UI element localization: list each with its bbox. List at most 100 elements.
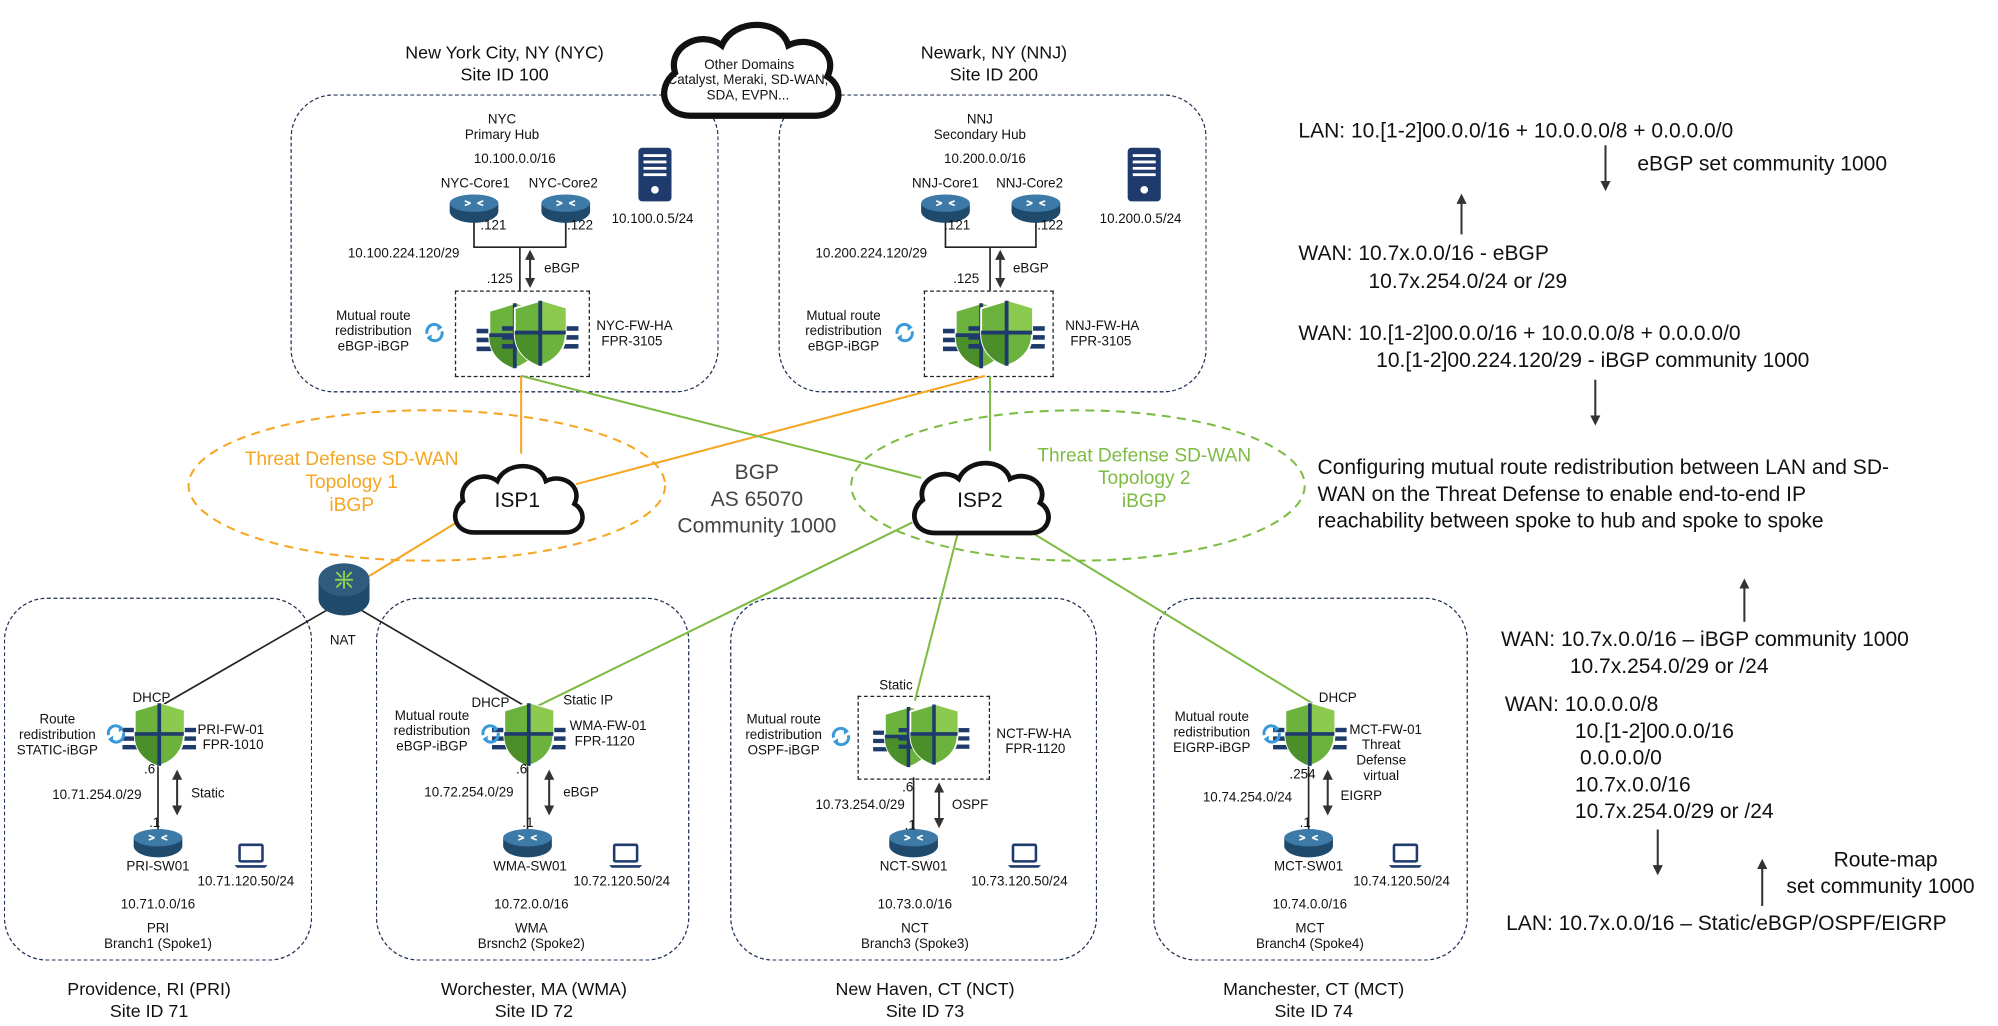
link-isp2-nct [913,531,960,702]
link-isp2-mct [1018,524,1313,705]
topology1-line1: Threat Defense SD-WAN [244,448,459,471]
nct-redist-line1: Mutual route [746,712,821,728]
mct-transit-subnet: 10.74.254.0/24 [1202,790,1293,806]
pri-site-id: Site ID 71 [109,1000,189,1021]
note-hub-wan-in-2: 10.7x.254.0/24 or /29 [1368,270,1568,294]
wma-firewall-icon [491,701,566,768]
nct-branch-label: Branch3 (Spoke3) [860,936,969,952]
nnj-redist-line1: Mutual route [806,308,881,324]
bgp-as-label: AS 65070 [710,488,804,511]
wma-site-name: WMA [514,921,548,937]
note-mutual-line3: reachability between spoke to hub and sp… [1317,509,1824,533]
note-spoke-lan: LAN: 10.7x.0.0/16 – Static/eBGP/OSPF/EIG… [1506,912,1947,936]
pri-wan-type: DHCP [132,690,171,706]
nyc-city-label: New York City, NY (NYC) [405,42,604,63]
note-spoke-wan-in-4: 10.7x.0.0/16 [1574,773,1691,797]
nct-site-id: Site ID 73 [885,1000,965,1021]
wma-city-label: Worchester, MA (WMA) [440,978,627,999]
link-isp2-wma [534,521,913,709]
isp2-label: ISP2 [957,489,1003,513]
pri-laptop-ip: 10.71.120.50/24 [197,874,295,890]
note-spoke-wan-in-3: 0.0.0.0/0 [1580,746,1662,770]
note-hub-lan-action: eBGP set community 1000 [1637,152,1888,176]
mct-fw-line2: Threat [1361,737,1401,754]
mct-firewall-icon [1272,701,1347,768]
nnj-hub-name: NNJ [966,112,993,128]
pri-protocol: Static [191,786,225,802]
nnj-redistribution-sync-icon [895,322,915,343]
wma-redist-line1: Mutual route [394,708,470,724]
note-mutual-line1: Configuring mutual route redistribution … [1317,456,1890,480]
pri-fw-name: PRI-FW-01 [197,722,265,738]
nnj-core2-ip: .122 [1037,217,1064,234]
bgp-community-label: Community 1000 [677,514,837,538]
mct-laptop-icon [1388,843,1423,870]
nct-protocol: OSPF [951,797,989,813]
mct-wan-type: DHCP [1318,690,1357,706]
nnj-transit-subnet: 10.200.224.120/29 [815,245,928,262]
pri-redist-line1: Route [39,712,76,728]
mct-city-label: Manchester, CT (MCT) [1223,978,1405,999]
pri-switch-label: PRI-SW01 [126,858,190,875]
other-domains-line3: SDA, EVPN... [706,87,790,104]
nyc-fw-model: FPR-3105 [601,333,663,350]
nnj-city-label: Newark, NY (NNJ) [920,42,1068,63]
mct-fw-name: MCT-FW-01 [1349,722,1422,738]
other-domains-line2: Catalyst, Meraki, SD-WAN, [667,72,829,88]
nyc-core1-label: NYC-Core1 [440,175,510,192]
pri-laptop-icon [234,843,268,870]
link-nyc-isp2 [520,374,922,479]
nyc-hub-role: Primary Hub [464,127,540,143]
pri-firewall-icon [122,701,197,768]
nnj-redist-line2: redistribution [805,323,882,339]
mct-site-id: Site ID 74 [1274,1000,1353,1021]
link-nnj-isp1 [575,374,986,486]
nct-fw-ip: .6 [902,779,914,796]
wma-site-id: Site ID 72 [494,1000,574,1021]
nct-laptop-ip: 10.73.120.50/24 [970,874,1068,890]
nnj-fw-ip: .125 [953,271,980,287]
pri-redist-line2: redistribution [19,727,96,743]
mct-site-box [1153,597,1468,961]
nnj-fw-name: NNJ-FW-HA [1065,318,1140,334]
pri-sw-ip: .1 [149,815,161,831]
topology1-line3: iBGP [329,494,374,517]
nyc-transit-subnet: 10.100.224.120/29 [347,245,460,262]
nat-router-icon [318,563,370,616]
nyc-server-ip: 10.100.0.5/24 [611,211,694,227]
pri-transit-subnet: 10.71.254.0/29 [52,787,142,803]
nyc-core2-label: NYC-Core2 [528,175,598,192]
nnj-site-id: Site ID 200 [949,63,1039,85]
mct-fw-line4: virtual [1363,768,1400,784]
wma-sw-ip: .1 [522,815,534,831]
wma-lan-subnet: 10.72.0.0/16 [494,897,569,913]
mct-sw-ip: .1 [1299,815,1311,831]
nyc-ebgp-label: eBGP [544,261,580,277]
nct-transit-subnet: 10.73.254.0/29 [815,797,905,813]
nyc-site-id: Site ID 100 [460,63,549,85]
mct-branch-label: Branch4 (Spoke4) [1255,936,1364,952]
pri-redist-line3: STATIC-iBGP [16,742,98,759]
nct-laptop-icon [1007,843,1042,870]
isp1-label: ISP1 [494,489,541,513]
note-hub-wan-out-2: 10.[1-2]00.224.120/29 - iBGP community 1… [1376,349,1810,373]
link-isp1-nat [356,520,460,585]
mct-redist-line2: redistribution [1173,725,1251,741]
nct-fw-cluster-box [857,695,991,780]
wma-laptop-ip: 10.72.120.50/24 [573,874,671,890]
nct-redistribution-sync-icon [831,726,851,747]
mct-redistribution-sync-icon [1262,723,1282,745]
wma-switch-label: WMA-SW01 [493,858,567,875]
topology1-line2: Topology 1 [305,471,398,494]
nyc-lan-subnet: 10.100.0.0/16 [473,151,556,167]
mct-fw-ip: .254 [1289,767,1316,783]
pri-switch-icon [132,828,184,859]
topology2-line2: Topology 2 [1098,467,1191,490]
nct-sw-ip: .1 [904,818,916,834]
wma-fw-name: WMA-FW-01 [569,718,647,734]
wma-branch-label: Brsnch2 (Spoke2) [477,936,585,952]
nyc-core2-ip: .122 [567,217,594,234]
nnj-fw-cluster-box [923,290,1054,378]
nnj-lan-subnet: 10.200.0.0/16 [944,151,1026,167]
mct-site-name: MCT [1295,921,1325,937]
